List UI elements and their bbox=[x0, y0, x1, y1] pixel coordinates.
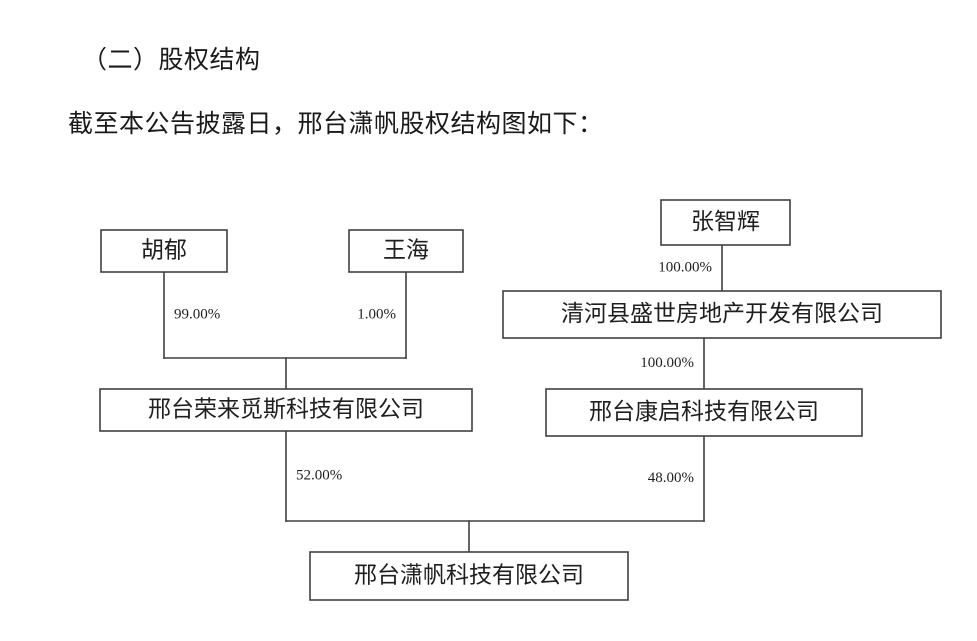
percent-label: 99.00% bbox=[174, 306, 220, 322]
node-huyu: 胡郁 bbox=[100, 229, 228, 273]
node-box bbox=[348, 229, 464, 273]
connectors-layer bbox=[163, 244, 723, 553]
percent-label: 100.00% bbox=[640, 355, 694, 371]
node-label: 邢台荣来觅斯科技有限公司 bbox=[148, 396, 424, 421]
node-label: 张智辉 bbox=[691, 209, 760, 234]
node-label: 王海 bbox=[383, 237, 429, 262]
node-label: 胡郁 bbox=[141, 237, 187, 262]
node-box bbox=[309, 551, 629, 601]
section-heading: （二）股权结构 bbox=[82, 47, 261, 74]
node-shengshi: 清河县盛世房地产开发有限公司 bbox=[502, 290, 942, 339]
node-ronglai: 邢台荣来觅斯科技有限公司 bbox=[99, 388, 473, 432]
node-box bbox=[660, 199, 791, 246]
node-label: 邢台康启科技有限公司 bbox=[589, 399, 819, 424]
node-kangqi: 邢台康启科技有限公司 bbox=[545, 388, 863, 437]
node-box bbox=[99, 388, 473, 432]
node-box bbox=[502, 290, 942, 339]
ownership-structure-diagram: 胡郁 王海 张智辉清河县盛世房地产开发有限公司邢台荣来觅斯科技有限公司 邢台康启科技有… bbox=[0, 170, 977, 630]
percent-label: 52.00% bbox=[296, 467, 342, 483]
node-xiaofan: 邢台潇帆科技有限公司 bbox=[309, 551, 629, 601]
intro-paragraph: 截至本公告披露日，邢台潇帆股权结构图如下： bbox=[68, 111, 604, 138]
percent-label: 48.00% bbox=[648, 470, 694, 486]
node-wanghai: 王海 bbox=[348, 229, 464, 273]
node-box bbox=[545, 388, 863, 437]
node-label: 邢台潇帆科技有限公司 bbox=[354, 562, 584, 587]
percent-labels-layer: 99.00% 1.00% 100.00% 100.00% 52.00% 48.00% bbox=[174, 259, 712, 486]
percent-label: 1.00% bbox=[357, 306, 396, 322]
node-label: 清河县盛世房地产开发有限公司 bbox=[561, 301, 883, 326]
node-box bbox=[100, 229, 228, 273]
percent-label: 100.00% bbox=[658, 259, 712, 275]
node-zhangzhihui: 张智辉 bbox=[660, 199, 791, 246]
